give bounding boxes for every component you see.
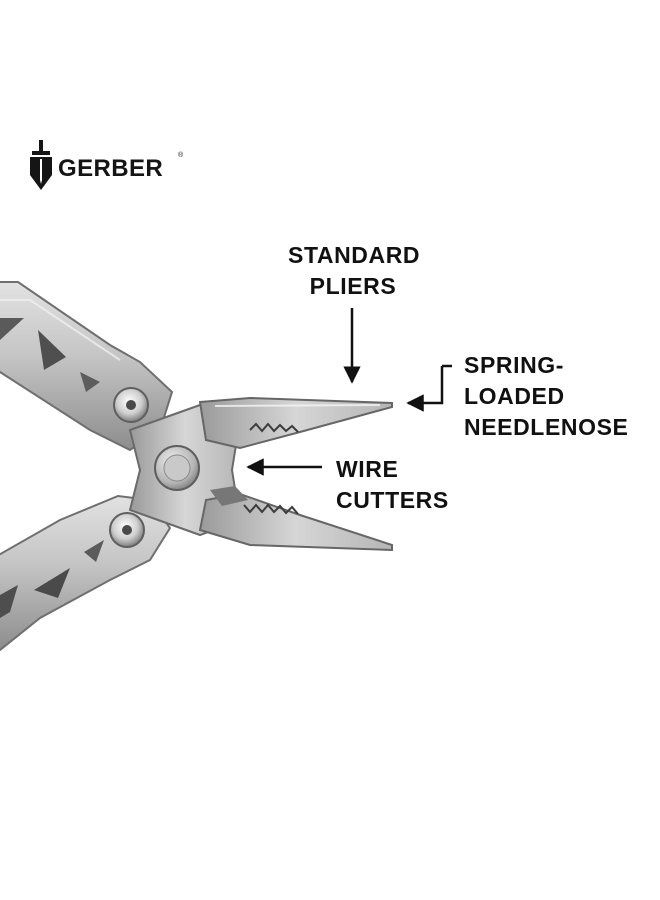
- callout-spring-line1: SPRING-: [464, 352, 565, 378]
- callout-wire-line2: CUTTERS: [336, 487, 449, 513]
- registered-mark: ®: [178, 152, 184, 159]
- upper-jaw: [198, 396, 393, 450]
- callout-wire-line1: WIRE: [336, 456, 399, 482]
- callout-spring-line3: NEEDLENOSE: [464, 414, 629, 440]
- callout-wire-cutters: WIRE CUTTERS: [336, 454, 449, 516]
- lower-jaw: [198, 486, 393, 552]
- spring-loaded-arrow: [406, 366, 444, 412]
- gerber-sword-shield-icon: [30, 140, 52, 190]
- callout-spring-line2: LOADED: [464, 383, 565, 409]
- callout-standard-line2: PLIERS: [309, 273, 397, 299]
- upper-screw: [113, 387, 149, 423]
- callout-spring-loaded-needlenose: SPRING- LOADED NEEDLENOSE: [464, 350, 628, 443]
- lower-screw: [109, 512, 145, 548]
- lower-handle: [0, 494, 172, 651]
- gerber-logo: GERBER ®: [28, 140, 188, 192]
- callout-standard-pliers: STANDARD PLIERS: [288, 240, 421, 302]
- callout-standard-line1: STANDARD: [288, 242, 421, 268]
- brand-name: GERBER: [58, 155, 164, 182]
